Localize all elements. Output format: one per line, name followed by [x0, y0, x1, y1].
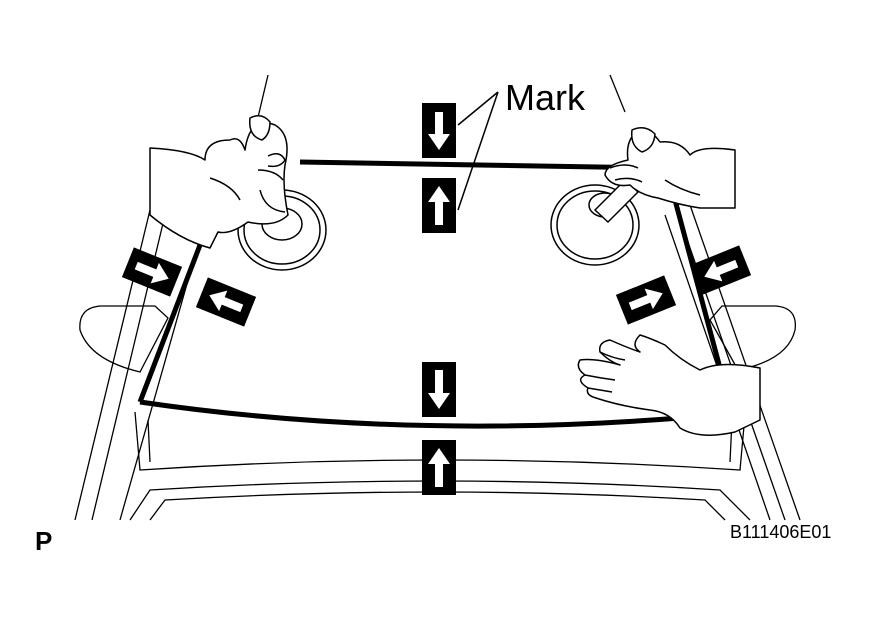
- hand-upper-left: [149, 115, 289, 249]
- arrow-up-icon: [422, 178, 456, 233]
- hand-lower-right: [577, 334, 761, 436]
- figure-code-label: B111406E01: [730, 522, 831, 542]
- view-letter-label: P: [35, 526, 52, 556]
- arrow-left-icon: [195, 277, 257, 327]
- suction-cup-right: [550, 178, 640, 266]
- arrow-right-icon: [615, 275, 677, 325]
- arrow-down-icon: [422, 362, 456, 417]
- arrow-up-icon: [422, 440, 456, 495]
- hand-upper-right: [604, 127, 736, 209]
- arrow-left-icon: [690, 245, 752, 295]
- arrow-right-icon: [121, 247, 183, 297]
- mark-leader-lines: [457, 91, 499, 211]
- arrow-down-icon: [422, 103, 456, 158]
- mark-label: Mark: [505, 77, 586, 118]
